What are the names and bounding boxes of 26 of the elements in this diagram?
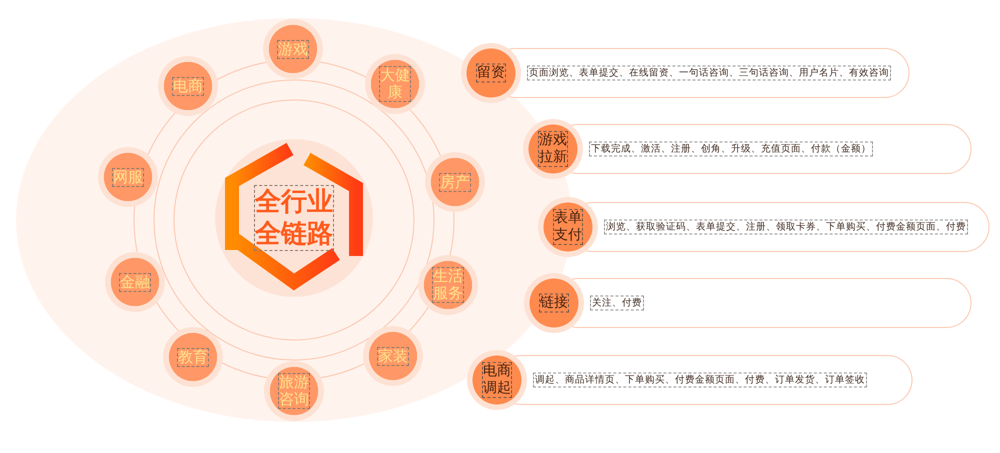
pill-heading: 链接 <box>539 294 569 312</box>
event-list: 关注、付费 <box>590 296 644 310</box>
circle-label: 生活服务 <box>432 267 464 303</box>
pill-heading: 表单支付 <box>553 209 583 245</box>
circle-label: 金融 <box>119 272 151 292</box>
category-pill <box>524 273 972 333</box>
category-pill <box>538 197 990 257</box>
category-pill <box>461 43 910 103</box>
event-list: 页面浏览、表单提交、在线留资、一句话咨询、三句话咨询、用户名片、有效咨询 <box>527 66 891 80</box>
circle-label: 网服 <box>112 168 144 186</box>
circle-label: 教育 <box>177 348 209 366</box>
center-title: 全行业全链路 <box>254 185 334 251</box>
category-pill <box>467 350 913 410</box>
circle-label: 旅游咨询 <box>278 373 310 409</box>
event-list: 下载完成、激活、注册、创角、升级、充值页面、付款（金额） <box>589 142 873 156</box>
circle-label: 大健康 <box>379 66 411 102</box>
pill-heading: 电商调起 <box>482 362 512 398</box>
pill-heading: 游戏拉新 <box>538 131 568 167</box>
circle-label: 房产 <box>439 172 471 192</box>
pill-heading: 留资 <box>476 64 506 82</box>
category-pill <box>523 119 972 179</box>
event-list: 调起、商品详情页、下单购买、付费金额页面、付费、订单发货、订单签收 <box>533 372 867 388</box>
circle-label: 游戏 <box>277 40 309 58</box>
circle-label: 电商 <box>172 76 204 96</box>
circle-label: 家装 <box>377 346 409 366</box>
event-list: 浏览、获取验证码、表单提交、注册、领取卡券、下单购买、付费金额页面、付费 <box>604 220 968 234</box>
